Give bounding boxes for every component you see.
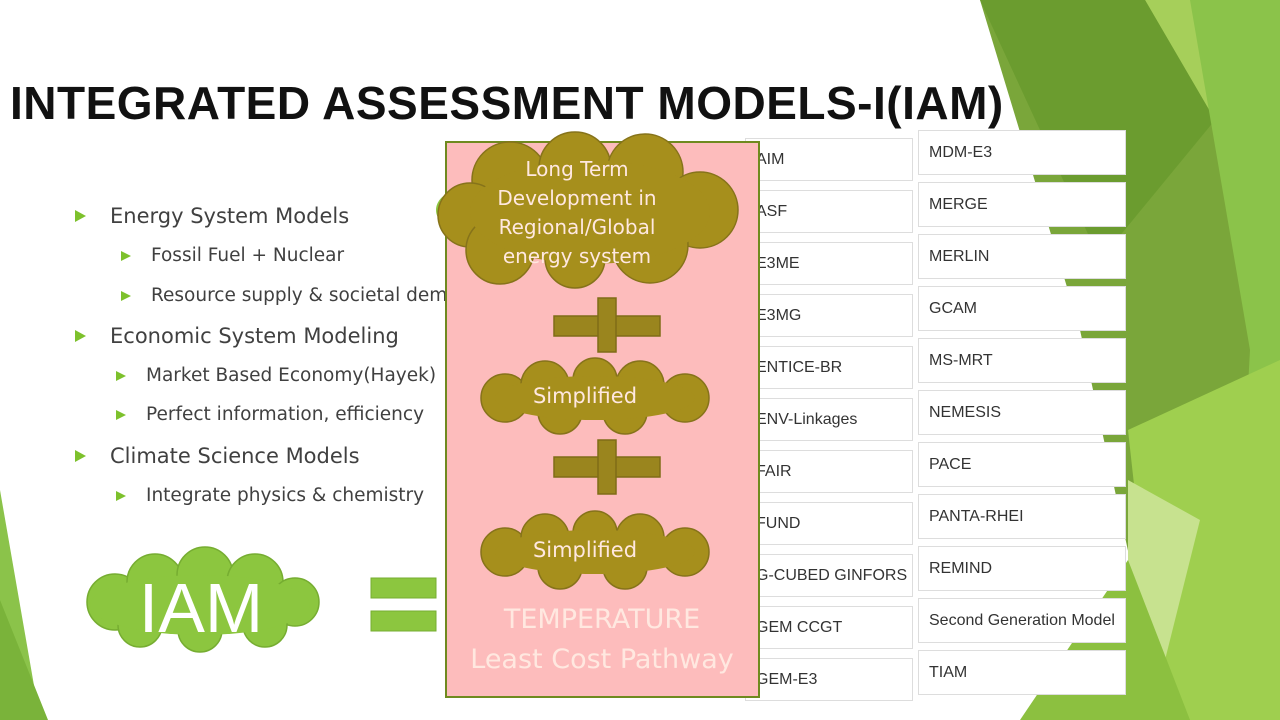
bullet-item: Climate Science Models	[75, 444, 360, 468]
bullet-arrow-icon	[75, 330, 86, 342]
model-cell: PACE	[918, 442, 1126, 487]
iam-label: IAM	[138, 569, 264, 647]
simplified-label: Simplified	[532, 538, 638, 562]
bullet-text: Climate Science Models	[110, 444, 360, 468]
main-cloud-line: energy system	[502, 244, 652, 268]
model-cell: ENTICE-BR	[745, 346, 913, 389]
model-cell: TIAM	[918, 650, 1126, 695]
model-cell: GEM-E3	[745, 658, 913, 701]
bullet-arrow-icon	[75, 450, 86, 462]
model-cell: E3ME	[745, 242, 913, 285]
main-cloud-line: Long Term	[525, 157, 629, 181]
model-cell: Second Generation Model	[918, 598, 1126, 643]
least-cost-label: Least Cost Pathway	[470, 644, 734, 675]
main-cloud-line: Development in	[497, 186, 657, 210]
bullet-text: Resource supply & societal demand	[151, 285, 483, 306]
bullet-arrow-icon	[121, 290, 131, 301]
bullet-item: Energy System Models	[75, 204, 349, 228]
bullet-item: Economic System Modeling	[75, 324, 399, 348]
model-cell: ENV-Linkages	[745, 398, 913, 441]
page-title: INTEGRATED ASSESSMENT MODELS-I(IAM)	[10, 77, 1004, 129]
bullet-arrow-icon	[116, 490, 126, 501]
bullet-item: Resource supply & societal demand	[121, 285, 482, 306]
model-cell: PANTA-RHEI	[918, 494, 1126, 539]
bullet-text: Integrate physics & chemistry	[146, 485, 425, 506]
model-cell: FAIR	[745, 450, 913, 493]
bullet-text: Energy System Models	[110, 204, 350, 228]
model-cell: GCAM	[918, 286, 1126, 331]
temperature-label: TEMPERATURE	[503, 604, 701, 635]
model-cell: NEMESIS	[918, 390, 1126, 435]
model-cell: G-CUBED GINFORS	[745, 554, 913, 597]
model-cell: MERLIN	[918, 234, 1126, 279]
model-cell: ASF	[745, 190, 913, 233]
model-cell: MS-MRT	[918, 338, 1126, 383]
bullet-item: Integrate physics & chemistry	[116, 485, 424, 506]
model-cell: MDM-E3	[918, 130, 1126, 175]
bullet-item: Perfect information, efficiency	[116, 404, 424, 425]
bullet-arrow-icon	[116, 370, 126, 381]
model-cell: GEM CCGT	[745, 606, 913, 649]
bullet-text: Economic System Modeling	[110, 324, 399, 348]
simplified-label: Simplified	[532, 384, 638, 408]
bullet-arrow-icon	[75, 210, 86, 222]
model-cell: E3MG	[745, 294, 913, 337]
bullet-arrow-icon	[121, 250, 131, 261]
bullet-text: Market Based Economy(Hayek)	[146, 365, 437, 386]
model-cell: AIM	[745, 138, 913, 181]
bullet-item: Fossil Fuel + Nuclear	[121, 245, 344, 266]
model-cell: MERGE	[918, 182, 1126, 227]
bullet-text: Perfect information, efficiency	[146, 404, 425, 425]
main-cloud-text: Long Term Development in Regional/Global…	[462, 155, 692, 271]
bullet-item: Market Based Economy(Hayek)	[116, 365, 436, 386]
model-cell: FUND	[745, 502, 913, 545]
model-cell: REMIND	[918, 546, 1126, 591]
bullet-arrow-icon	[116, 409, 126, 420]
bullet-text: Fossil Fuel + Nuclear	[151, 245, 345, 266]
result-text: TEMPERATURE Least Cost Pathway	[447, 600, 757, 680]
main-cloud-line: Regional/Global	[498, 215, 656, 239]
